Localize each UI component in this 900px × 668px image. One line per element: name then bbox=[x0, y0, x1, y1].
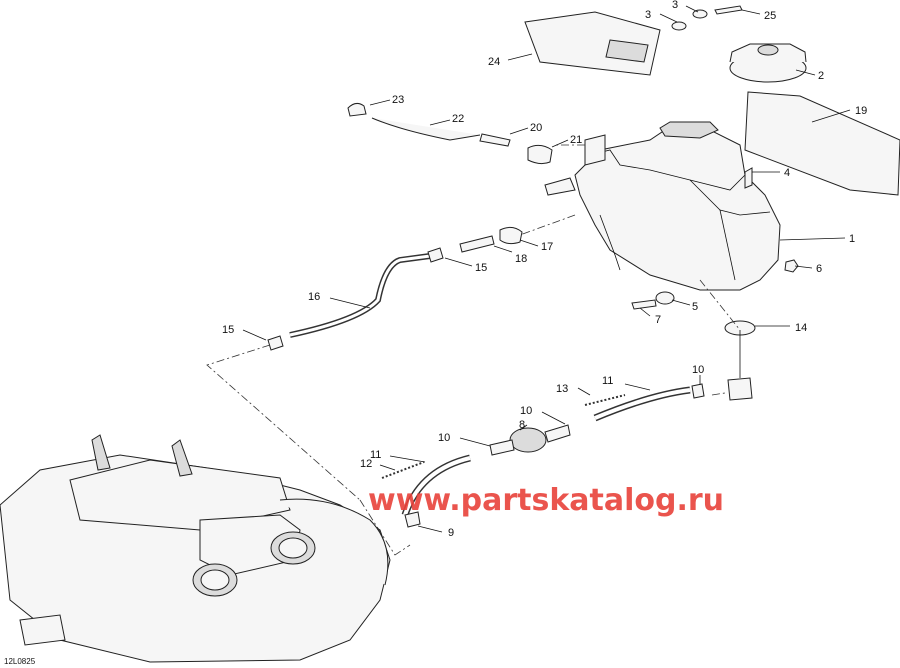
tank-cap bbox=[729, 43, 807, 83]
callout-6: 7 bbox=[655, 314, 661, 326]
callout-22: 22 bbox=[452, 113, 464, 125]
lower-line-assembly bbox=[381, 330, 753, 528]
callout-24: 24 bbox=[488, 56, 500, 68]
callout-7: 6 bbox=[816, 263, 822, 275]
callout-12: 12 bbox=[360, 458, 372, 470]
reference-line bbox=[359, 499, 411, 556]
oil-tank bbox=[544, 121, 781, 291]
reference-line bbox=[711, 392, 726, 396]
callout-10: 10 bbox=[520, 405, 532, 417]
watermark-text: www.partskatalog.ru bbox=[368, 483, 724, 518]
oil-line bbox=[267, 247, 444, 351]
heat-shield-plate bbox=[524, 11, 661, 76]
callout-13: 13 bbox=[556, 383, 568, 395]
grommet bbox=[655, 291, 675, 305]
callout-23: 23 bbox=[392, 94, 404, 106]
washer bbox=[671, 21, 687, 31]
screw bbox=[631, 299, 657, 310]
callout-18: 18 bbox=[515, 253, 527, 265]
callout-21: 21 bbox=[570, 134, 582, 146]
fitting bbox=[459, 235, 495, 253]
callout-2: 2 bbox=[818, 70, 824, 82]
pad-part bbox=[744, 91, 900, 196]
reference-line bbox=[519, 214, 576, 236]
nut bbox=[784, 259, 799, 273]
callout-17: 17 bbox=[541, 241, 553, 253]
callout-15: 15 bbox=[222, 324, 234, 336]
callout-16: 16 bbox=[308, 291, 320, 303]
callout-11: 11 bbox=[602, 375, 613, 387]
figure-code: 12L0825 bbox=[4, 657, 36, 666]
callout-15: 15 bbox=[475, 262, 487, 274]
callout-10: 10 bbox=[438, 432, 450, 444]
callout-8: 8 bbox=[519, 419, 525, 431]
callout-19: 19 bbox=[855, 105, 867, 117]
bolt bbox=[714, 5, 743, 15]
callout-20: 20 bbox=[530, 122, 542, 134]
reference-line bbox=[699, 279, 741, 331]
washer bbox=[692, 9, 708, 19]
callout-3: 3 bbox=[672, 0, 678, 11]
engine-block bbox=[0, 434, 391, 663]
callout-4: 4 bbox=[784, 167, 790, 179]
callout-5: 5 bbox=[692, 301, 698, 313]
screw bbox=[744, 167, 753, 189]
callout-14: 14 bbox=[795, 322, 807, 334]
callout-3: 3 bbox=[645, 9, 651, 21]
callout-1: 1 bbox=[849, 233, 855, 245]
callout-11: 11 bbox=[370, 449, 381, 461]
leader-lines bbox=[242, 5, 851, 533]
callout-25: 25 bbox=[764, 10, 776, 22]
callout-labels: 24 3 3 25 2 19 4 1 6 5 7 14 23 22 20 21 … bbox=[222, 0, 867, 539]
vent-line-assembly bbox=[347, 102, 553, 165]
fitting bbox=[499, 226, 523, 245]
callout-9: 9 bbox=[448, 527, 454, 539]
callout-10: 10 bbox=[692, 364, 704, 376]
reference-line bbox=[206, 344, 361, 501]
